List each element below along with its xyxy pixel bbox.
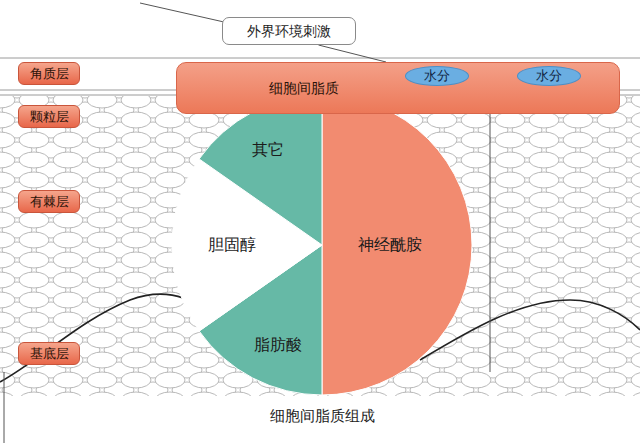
pie-label: 脂肪酸 bbox=[250, 332, 306, 357]
frame-line bbox=[4, 372, 5, 443]
other-sector bbox=[199, 95, 322, 245]
caption: 细胞间脂质组成 bbox=[270, 407, 375, 426]
leader-line bbox=[140, 3, 224, 22]
node-text: 水分 bbox=[424, 68, 450, 84]
node-text: 有棘层 bbox=[30, 194, 69, 210]
node-text: 角质层 bbox=[30, 66, 69, 82]
node-text: 基底层 bbox=[30, 346, 69, 362]
layer-label: 有棘层 bbox=[18, 190, 80, 213]
node-text: 神经酰胺 bbox=[358, 235, 422, 254]
node-text: 其它 bbox=[252, 140, 284, 159]
layer-label: 颗粒层 bbox=[18, 105, 80, 128]
water-ellipse: 水分 bbox=[405, 66, 469, 86]
node-text: 胆固醇 bbox=[208, 235, 256, 254]
layer-label: 角质层 bbox=[18, 62, 80, 85]
ceramide-sector bbox=[322, 95, 472, 395]
node-text: 颗粒层 bbox=[30, 109, 69, 125]
node-text: 细胞间脂质 bbox=[269, 80, 339, 97]
leader-line bbox=[490, 74, 491, 372]
cell-texture bbox=[0, 96, 640, 396]
pie-label: 其它 bbox=[248, 137, 288, 162]
node-text: 水分 bbox=[536, 68, 562, 84]
pie-chart bbox=[172, 95, 472, 395]
node-text: 脂肪酸 bbox=[254, 335, 302, 354]
stimulus-callout: 外界环境刺激 bbox=[222, 17, 356, 45]
pie-label: 胆固醇 bbox=[204, 232, 260, 257]
layer-label: 基底层 bbox=[18, 342, 80, 365]
lipid-bar: 细胞间脂质 水分 水分 bbox=[176, 62, 620, 114]
node-text: 外界环境刺激 bbox=[247, 23, 331, 40]
pie-label: 神经酰胺 bbox=[354, 232, 426, 257]
water-ellipse: 水分 bbox=[517, 66, 581, 86]
leader-line bbox=[318, 45, 386, 62]
